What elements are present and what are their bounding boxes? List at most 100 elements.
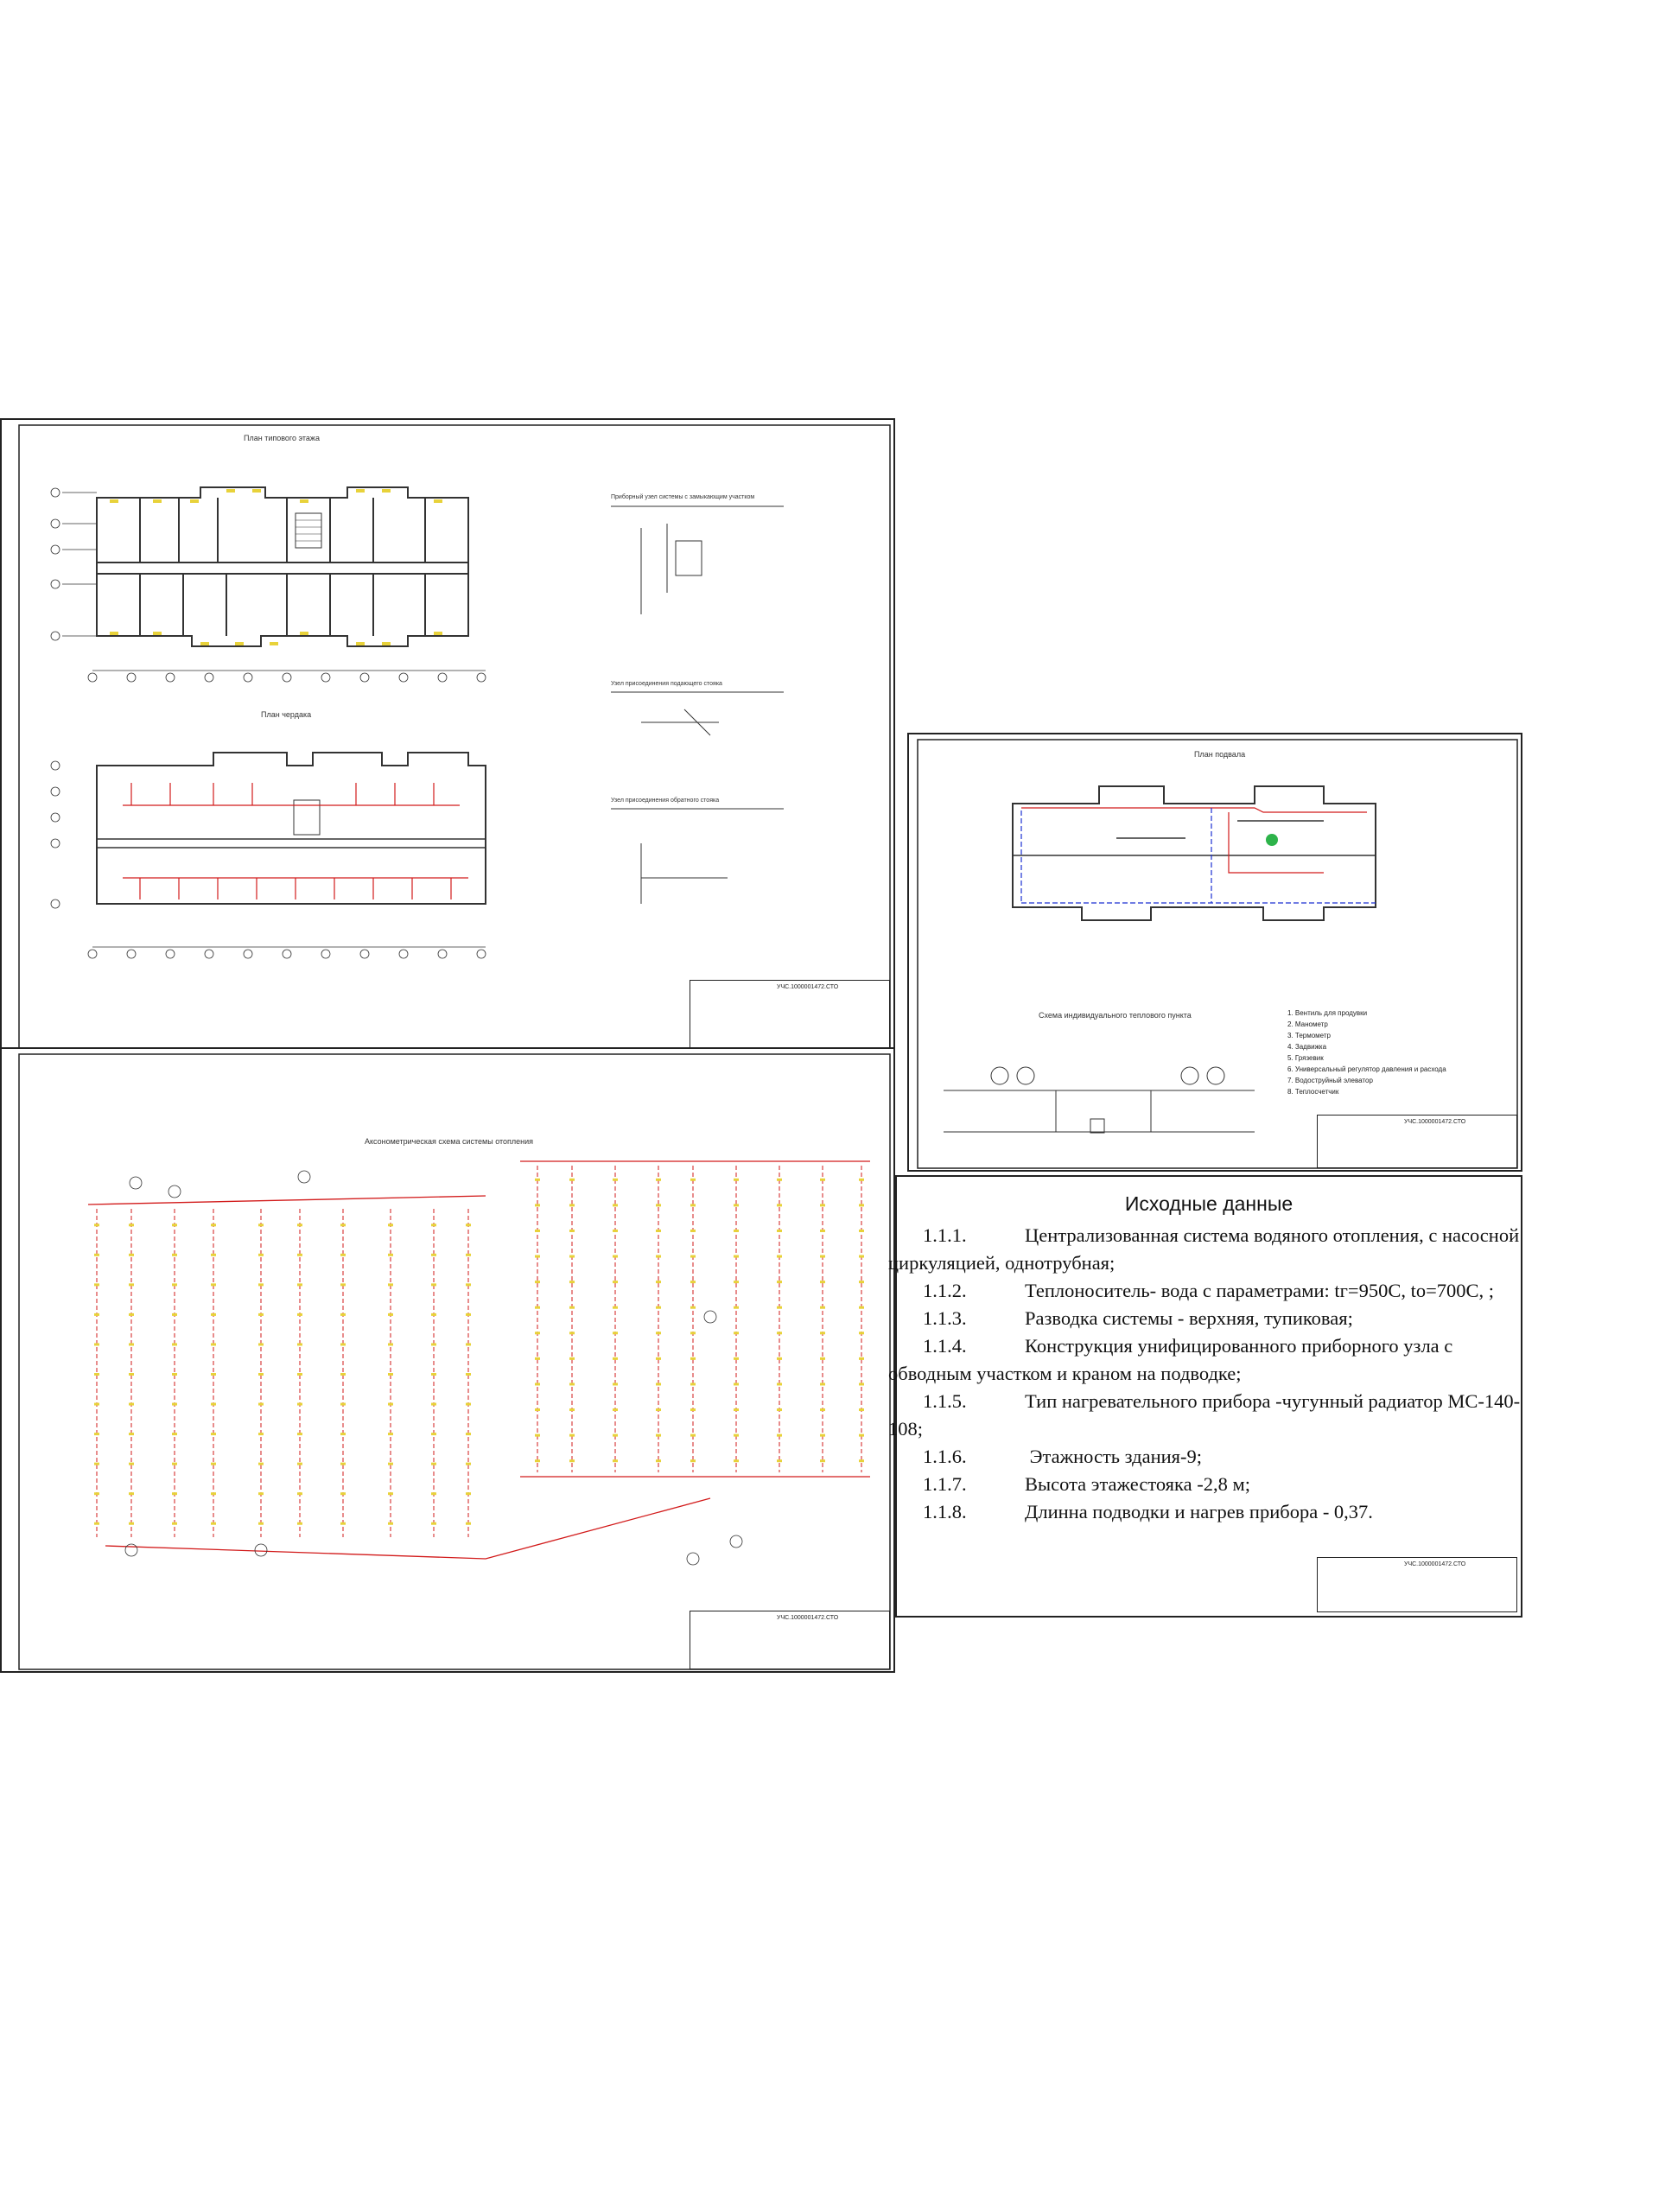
radiator-mark — [129, 1224, 134, 1227]
radiator-mark — [859, 1459, 864, 1463]
radiator-mark — [388, 1283, 393, 1287]
radiator-mark — [859, 1178, 864, 1181]
radiator-mark — [388, 1462, 393, 1465]
radiator-mark — [569, 1382, 575, 1386]
heat-point-legend: 1. Вентиль для продувки 2. Манометр 3. Т… — [1287, 1007, 1446, 1097]
radiator-mark — [734, 1433, 739, 1437]
radiator-mark — [94, 1462, 99, 1465]
radiator-mark — [258, 1283, 264, 1287]
radiator-mark — [820, 1204, 825, 1207]
radiator-mark — [820, 1306, 825, 1309]
radiator-mark — [94, 1343, 99, 1346]
radiator-mark — [172, 1462, 177, 1465]
radiator-mark — [777, 1204, 782, 1207]
floor-plans-drawing — [18, 424, 891, 1053]
radiator-mark — [129, 1373, 134, 1376]
radiator-mark — [569, 1459, 575, 1463]
legend-item: 4. Задвижка — [1287, 1043, 1327, 1051]
axonometric-drawing — [18, 1053, 891, 1670]
radiator-mark — [431, 1462, 436, 1465]
radiator-mark — [297, 1343, 302, 1346]
title-block-sheet4: УЧС.1000001472.СТО — [1317, 1557, 1517, 1612]
radiator-mark — [297, 1522, 302, 1525]
radiator-mark — [94, 1402, 99, 1406]
radiator-mark — [211, 1343, 216, 1346]
radiator-mark — [690, 1204, 696, 1207]
radiator-mark — [569, 1357, 575, 1360]
data-item: 1.1.4.Конструкция унифицированного прибо… — [888, 1335, 1453, 1384]
radiator-mark — [172, 1343, 177, 1346]
radiator-mark — [690, 1382, 696, 1386]
data-item: 1.1.2.Теплоноситель- вода с параметрами:… — [923, 1280, 1495, 1301]
radiator-mark — [859, 1204, 864, 1207]
radiator-mark — [820, 1357, 825, 1360]
radiator-mark — [129, 1402, 134, 1406]
radiator-mark — [211, 1373, 216, 1376]
radiator-mark — [656, 1382, 661, 1386]
radiator-mark — [431, 1433, 436, 1436]
radiator-mark — [340, 1313, 346, 1316]
radiator-mark — [690, 1281, 696, 1284]
radiator-mark — [820, 1382, 825, 1386]
radiator-mark — [388, 1433, 393, 1436]
radiator-mark — [172, 1433, 177, 1436]
heat-point-title: Схема индивидуального теплового пункта — [1039, 1011, 1192, 1020]
radiator-mark — [777, 1306, 782, 1309]
radiator-mark — [613, 1255, 618, 1258]
radiator-mark — [297, 1373, 302, 1376]
radiator-mark — [690, 1332, 696, 1335]
radiator-mark — [340, 1522, 346, 1525]
radiator-mark — [211, 1313, 216, 1316]
basement-supply — [1021, 807, 1367, 874]
typical-floor-plan-title: План типового этажа — [244, 434, 320, 442]
data-item: 1.1.1.Централизованная система водяного … — [888, 1224, 1520, 1274]
radiator-mark — [258, 1373, 264, 1376]
radiator-mark — [613, 1178, 618, 1181]
initial-data-heading: Исходные данные — [1124, 1192, 1293, 1215]
radiator-mark — [734, 1382, 739, 1386]
radiator-mark — [129, 1433, 134, 1436]
data-item: 1.1.3.Разводка системы - верхняя, тупико… — [923, 1307, 1353, 1329]
radiator-mark — [466, 1402, 471, 1406]
radiator-mark — [820, 1332, 825, 1335]
radiator-mark — [129, 1283, 134, 1287]
radiator-mark — [656, 1332, 661, 1335]
radiator-mark — [431, 1224, 436, 1227]
radiator-mark — [777, 1281, 782, 1284]
radiator-mark — [172, 1492, 177, 1496]
radiator-mark — [777, 1433, 782, 1437]
radiator-mark — [535, 1459, 540, 1463]
radiator-mark — [211, 1283, 216, 1287]
radiator-mark — [94, 1313, 99, 1316]
radiator-mark — [734, 1357, 739, 1360]
radiator-mark — [690, 1178, 696, 1181]
radiator-mark — [340, 1492, 346, 1496]
radiator-mark — [613, 1433, 618, 1437]
basement-return — [1020, 808, 1376, 904]
axonometric-title: Аксонометрическая схема системы отоплени… — [365, 1137, 534, 1146]
radiator-mark — [535, 1382, 540, 1386]
sheet-axonometric: Аксонометрическая схема системы отоплени… — [0, 1047, 895, 1673]
radiator-mark — [613, 1382, 618, 1386]
radiator-mark — [388, 1522, 393, 1525]
title-block-sheet2: УЧС.1000001472.СТО — [690, 1611, 890, 1669]
radiator-mark — [388, 1313, 393, 1316]
radiator-mark — [172, 1224, 177, 1227]
grid-axes-attic — [50, 760, 486, 959]
radiator-mark — [777, 1229, 782, 1232]
radiator-mark — [690, 1408, 696, 1412]
title-block-sheet1: УЧС.1000001472.СТО — [690, 980, 890, 1052]
radiator-mark — [690, 1306, 696, 1309]
radiator-mark — [388, 1343, 393, 1346]
node-details — [611, 505, 784, 904]
radiator-mark — [258, 1402, 264, 1406]
radiator-mark — [172, 1373, 177, 1376]
radiator-mark — [535, 1255, 540, 1258]
legend-item: 2. Манометр — [1287, 1020, 1328, 1028]
radiator-mark — [613, 1408, 618, 1412]
radiator-mark — [656, 1204, 661, 1207]
radiator-mark — [569, 1229, 575, 1232]
radiator-mark — [211, 1402, 216, 1406]
radiator-mark — [859, 1382, 864, 1386]
radiator-mark — [129, 1462, 134, 1465]
